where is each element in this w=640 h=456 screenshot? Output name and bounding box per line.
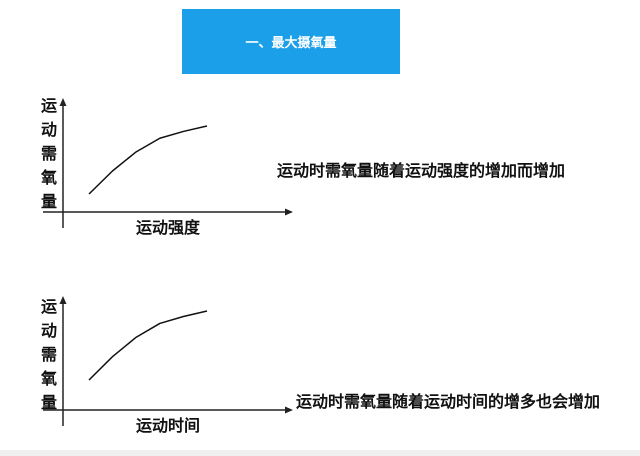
- x-axis-arrow: [285, 406, 293, 414]
- ylabel-char-1: 动: [40, 120, 57, 139]
- chart2-plot: [43, 296, 293, 426]
- ylabel-char-2: 需: [40, 144, 57, 163]
- chart1-plot: [43, 98, 293, 228]
- series-line: [88, 310, 208, 381]
- ylabel-char-0: 运: [40, 297, 57, 316]
- ylabel-char-4: 量: [40, 192, 57, 211]
- x-axis-arrow: [285, 208, 293, 216]
- ylabel-char-0: 运: [40, 96, 57, 115]
- ylabel-char-4: 量: [40, 393, 57, 412]
- chart2-caption: 运动时需氧量随着运动时间的增多也会增加: [296, 392, 601, 411]
- ylabel-char-2: 需: [40, 345, 57, 364]
- bottom-strip: [0, 450, 640, 456]
- chart1-xlabel: 运动强度: [136, 218, 201, 237]
- ylabel-char-3: 氧: [40, 168, 57, 187]
- chart2-xlabel: 运动时间: [136, 416, 201, 435]
- title-banner: 一、最大摄氧量: [182, 9, 400, 74]
- chart1-ylabel: 运动需氧量: [39, 94, 59, 214]
- ylabel-char-3: 氧: [40, 369, 57, 388]
- chart2-ylabel: 运动需氧量: [39, 295, 59, 415]
- title-text: 一、最大摄氧量: [245, 36, 337, 51]
- series-line: [88, 125, 208, 195]
- ylabel-char-1: 动: [40, 321, 57, 340]
- y-axis-arrow: [59, 98, 67, 106]
- chart1-caption: 运动时需氧量随着运动强度的增加而增加: [277, 161, 566, 180]
- y-axis-arrow: [59, 296, 67, 304]
